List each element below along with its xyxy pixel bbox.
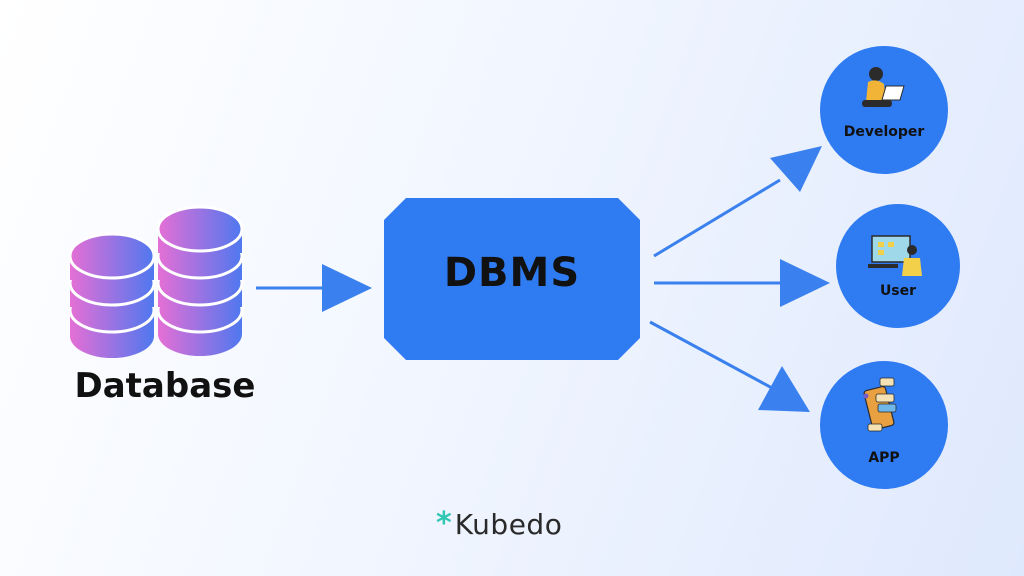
app-label: APP xyxy=(868,450,900,466)
arrow-dbms-to-app xyxy=(649,320,810,412)
developer-node xyxy=(820,46,948,174)
brand-logo: * Kubedo xyxy=(436,506,562,542)
user-screen-icon xyxy=(868,235,922,276)
database-stack-left xyxy=(68,232,156,358)
dbms-label: DBMS xyxy=(443,250,581,296)
database-label: Database xyxy=(74,366,256,406)
developer-label: Developer xyxy=(843,124,925,140)
brand-star-icon: * xyxy=(436,506,452,541)
user-label: User xyxy=(879,283,917,299)
developer-laptop-icon xyxy=(862,67,905,107)
arrow-dbms-to-user xyxy=(654,259,830,307)
arrow-database-to-dbms xyxy=(256,264,372,312)
dbms-node xyxy=(384,198,640,360)
mobile-app-icon xyxy=(863,377,897,432)
database-stack-right xyxy=(156,205,244,356)
brand-name: Kubedo xyxy=(454,507,563,541)
database-stack-icon xyxy=(68,205,244,358)
arrow-dbms-to-developer xyxy=(653,146,822,258)
